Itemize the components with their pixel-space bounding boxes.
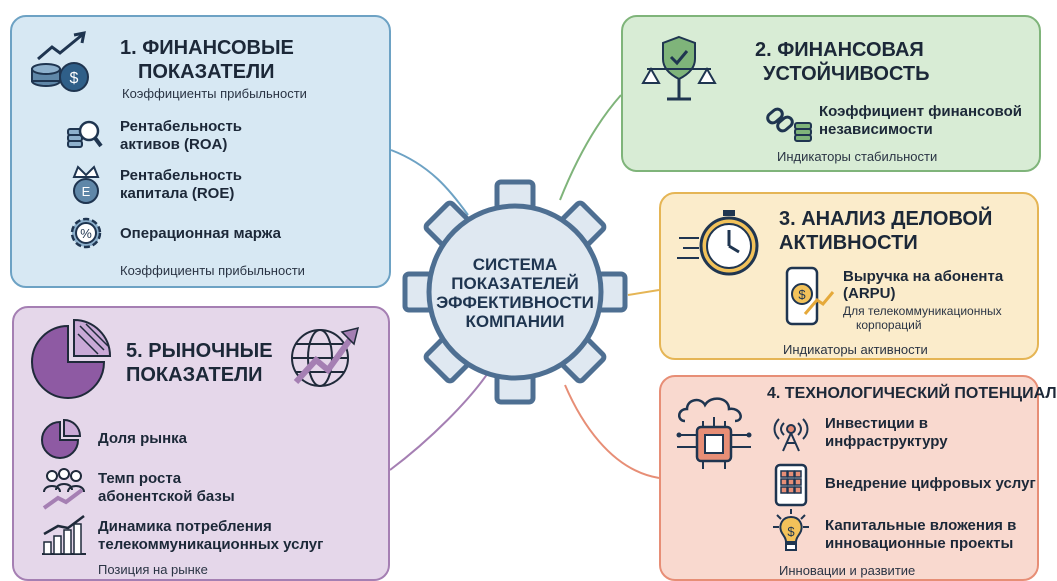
center-line4: КОМПАНИИ — [465, 312, 565, 331]
panel1-item2-line1: Рентабельность — [120, 167, 243, 184]
svg-text:$: $ — [787, 524, 795, 539]
connector-panel1 — [390, 149, 469, 216]
coins-growth-icon: $ — [28, 29, 100, 101]
magnifier-coins-icon — [64, 113, 104, 153]
svg-text:E: E — [82, 184, 91, 199]
bar-growth-icon — [40, 512, 88, 556]
panel3-note-line2: корпораций — [856, 318, 922, 332]
svg-text:$: $ — [798, 287, 806, 302]
center-line2: ПОКАЗАТЕЛЕЙ — [451, 274, 579, 293]
panel3-item-line2: (ARPU) — [843, 285, 896, 302]
lightbulb-dollar-icon: $ — [769, 509, 813, 557]
panel1-item3: Операционная маржа — [120, 225, 281, 242]
connector-panel5 — [389, 369, 491, 471]
center-line1: СИСТЕМА — [472, 255, 558, 274]
panel-financial-indicators: $ 1. ФИНАНСОВЫЕ ПОКАЗАТЕЛИ Коэффициенты … — [10, 15, 391, 288]
connector-panel3 — [627, 289, 660, 296]
panel3-title-line1: 3. АНАЛИЗ ДЕЛОВОЙ — [779, 208, 993, 230]
stopwatch-icon — [675, 208, 765, 280]
panel4-item1-line2: инфраструктуру — [825, 433, 948, 450]
panel1-title-line2: ПОКАЗАТЕЛИ — [138, 61, 275, 83]
panel1-item1-line1: Рентабельность — [120, 118, 243, 135]
panel2-item-line2: независимости — [819, 121, 933, 138]
panel4-item1-line1: Инвестиции в — [825, 415, 928, 432]
connector-lines — [389, 94, 660, 479]
panel-financial-stability: 2. ФИНАНСОВАЯ УСТОЙЧИВОСТЬ Коэффициент ф… — [621, 15, 1041, 172]
panel1-item1-line2: активов (ROA) — [120, 136, 228, 153]
panel5-title-line2: ПОКАЗАТЕЛИ — [126, 364, 263, 386]
panel3-footer: Индикаторы активности — [783, 342, 928, 357]
tablet-grid-icon — [773, 463, 809, 507]
panel5-item2-line1: Темп роста — [98, 470, 182, 487]
panel4-item2: Внедрение цифровых услуг — [825, 475, 1036, 492]
globe-arrow-icon — [286, 320, 364, 392]
panel2-title-line1: 2. ФИНАНСОВАЯ — [755, 39, 924, 61]
svg-text:$: $ — [70, 70, 79, 87]
panel2-item-line1: Коэффициент финансовой — [819, 103, 1022, 120]
center-title: СИСТЕМА ПОКАЗАТЕЛЕЙ ЭФФЕКТИВНОСТИ КОМПАН… — [400, 255, 630, 331]
panel2-title-line2: УСТОЙЧИВОСТЬ — [763, 63, 930, 85]
panel3-title-line2: АКТИВНОСТИ — [779, 232, 918, 254]
gear-icon — [402, 179, 628, 405]
shield-scales-icon — [639, 33, 719, 105]
panel5-item3-line2: телекоммуникационных услуг — [98, 536, 324, 553]
panel-technology-potential: 4. ТЕХНОЛОГИЧЕСКИЙ ПОТЕНЦИАЛ Инвестиции … — [659, 375, 1057, 581]
panel3-item-line1: Выручка на абонента — [843, 268, 1004, 285]
panel1-item2-line2: капитала (ROE) — [120, 185, 235, 202]
panel-business-activity: 3. АНАЛИЗ ДЕЛОВОЙ АКТИВНОСТИ $ Выручка н… — [659, 192, 1039, 360]
pie-chart-icon — [28, 316, 114, 402]
crown-coin-icon: E — [68, 163, 104, 207]
center-line3: ЭФФЕКТИВНОСТИ — [436, 293, 594, 312]
panel1-footer: Коэффициенты прибыльности — [120, 263, 305, 278]
panel5-item1: Доля рынка — [98, 430, 187, 447]
panel5-item3-line1: Динамика потребления — [98, 518, 272, 535]
panel4-title: 4. ТЕХНОЛОГИЧЕСКИЙ ПОТЕНЦИАЛ — [767, 385, 1057, 402]
phone-dollar-icon: $ — [779, 264, 835, 330]
panel5-title-line1: 5. РЫНОЧНЫЕ — [126, 340, 273, 362]
central-gear: СИСТЕМА ПОКАЗАТЕЛЕЙ ЭФФЕКТИВНОСТИ КОМПАН… — [400, 177, 630, 407]
panel3-note-line1: Для телекоммуникационных — [843, 304, 1002, 318]
people-growth-icon — [40, 466, 88, 510]
panel1-subtitle: Коэффициенты прибыльности — [122, 86, 307, 101]
panel-market-indicators: 5. РЫНОЧНЫЕ ПОКАЗАТЕЛИ Доля рынка Темп р… — [12, 306, 390, 581]
panel4-item3-line2: инновационные проекты — [825, 535, 1014, 552]
panel5-footer: Позиция на рынке — [98, 562, 208, 577]
panel4-footer: Инновации и развитие — [779, 563, 916, 578]
antenna-icon — [769, 409, 813, 453]
chip-cloud-icon — [671, 391, 759, 473]
chain-coins-icon — [763, 101, 815, 143]
svg-text:%: % — [80, 226, 92, 241]
connector-panel2 — [559, 94, 622, 201]
panel5-item2-line2: абонентской базы — [98, 488, 235, 505]
pie-small-icon — [41, 418, 82, 459]
panel1-title-line1: 1. ФИНАНСОВЫЕ — [120, 37, 294, 59]
percent-gear-icon: % — [66, 213, 106, 253]
panel2-footer: Индикаторы стабильности — [777, 149, 938, 164]
connector-panel4 — [564, 384, 660, 479]
panel4-item3-line1: Капитальные вложения в — [825, 517, 1017, 534]
